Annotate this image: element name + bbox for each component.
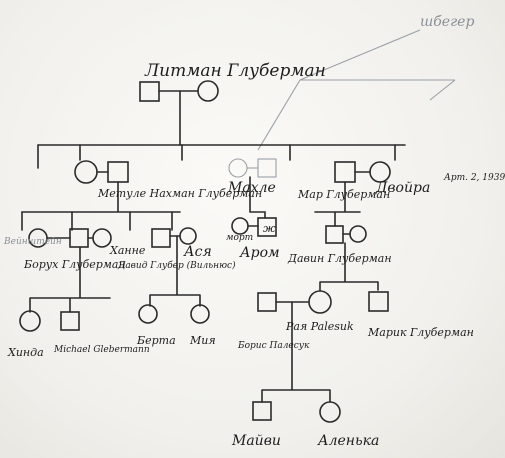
label-davin: Давин Глуберман [287,252,392,265]
male-symbol-borukh [69,228,89,248]
label-michael: Michael Glebermann [53,345,150,355]
label-alenka: Аленька [317,433,379,449]
female-symbol-murtsy [231,217,249,235]
label-g1-right-female: Двойра [375,180,430,196]
label-g1-left: Метуле Нахман Глуберман [97,187,262,200]
male-symbol-makhle-husband [257,158,277,178]
male-symbol-arom [257,217,277,237]
label-mayvi: Майви [231,433,281,449]
label-khinda: Хинда [7,346,44,359]
male-symbol-marik [368,291,389,312]
label-berta: Берта [136,334,176,347]
male-symbol-mar [334,161,356,183]
label-arom: Аром [239,245,280,261]
male-symbol-michael [60,311,80,331]
male-symbol-nakhman [107,161,129,183]
male-symbol-root [139,81,160,102]
female-symbol-dvoyra [369,161,391,183]
female-symbol-berta [138,304,158,324]
label-date: Арт. 2, 1939 [443,173,505,183]
label-g1-middle: Махле [227,180,276,196]
male-symbol-davin [325,225,344,244]
label-boris: Борис Палесук [237,341,310,351]
female-symbol-davin-wife [349,225,367,243]
female-symbol-raya [308,290,332,314]
label-raya: Рая Palesuk [285,320,354,333]
male-symbol-dovid [151,228,171,248]
female-symbol-alenka [319,401,341,423]
pencil-annotation-lines [257,29,456,151]
label-borukh: Борух Глуберман [23,258,126,271]
label-marik: Марик Глуберман [367,326,474,339]
label-asya: Ася [183,244,212,260]
label-vaynshteyn: Вейнштейн [3,237,62,247]
label-annotation-top: шбегер [420,14,474,30]
label-root: Литман Глуберман [144,61,326,81]
female-symbol-metule-wife [74,160,98,184]
female-symbol-makhle [228,158,248,178]
male-symbol-boris [257,292,277,312]
female-symbol-root [197,80,219,102]
label-khane: Ханне [109,244,146,257]
label-dovid: Давид Глубер (Вильнюс) [117,260,236,271]
label-murtsy: морт [226,233,253,243]
female-symbol-borukh-wife [92,228,112,248]
female-symbol-asya [179,227,197,245]
label-g1-right-male: Мар Глуберман [297,188,390,201]
female-symbol-miya [190,304,210,324]
female-symbol-khinda [19,310,41,332]
svg-text:ж: ж [263,222,276,235]
male-symbol-mayvi [252,401,272,421]
label-miya: Мия [189,334,216,347]
